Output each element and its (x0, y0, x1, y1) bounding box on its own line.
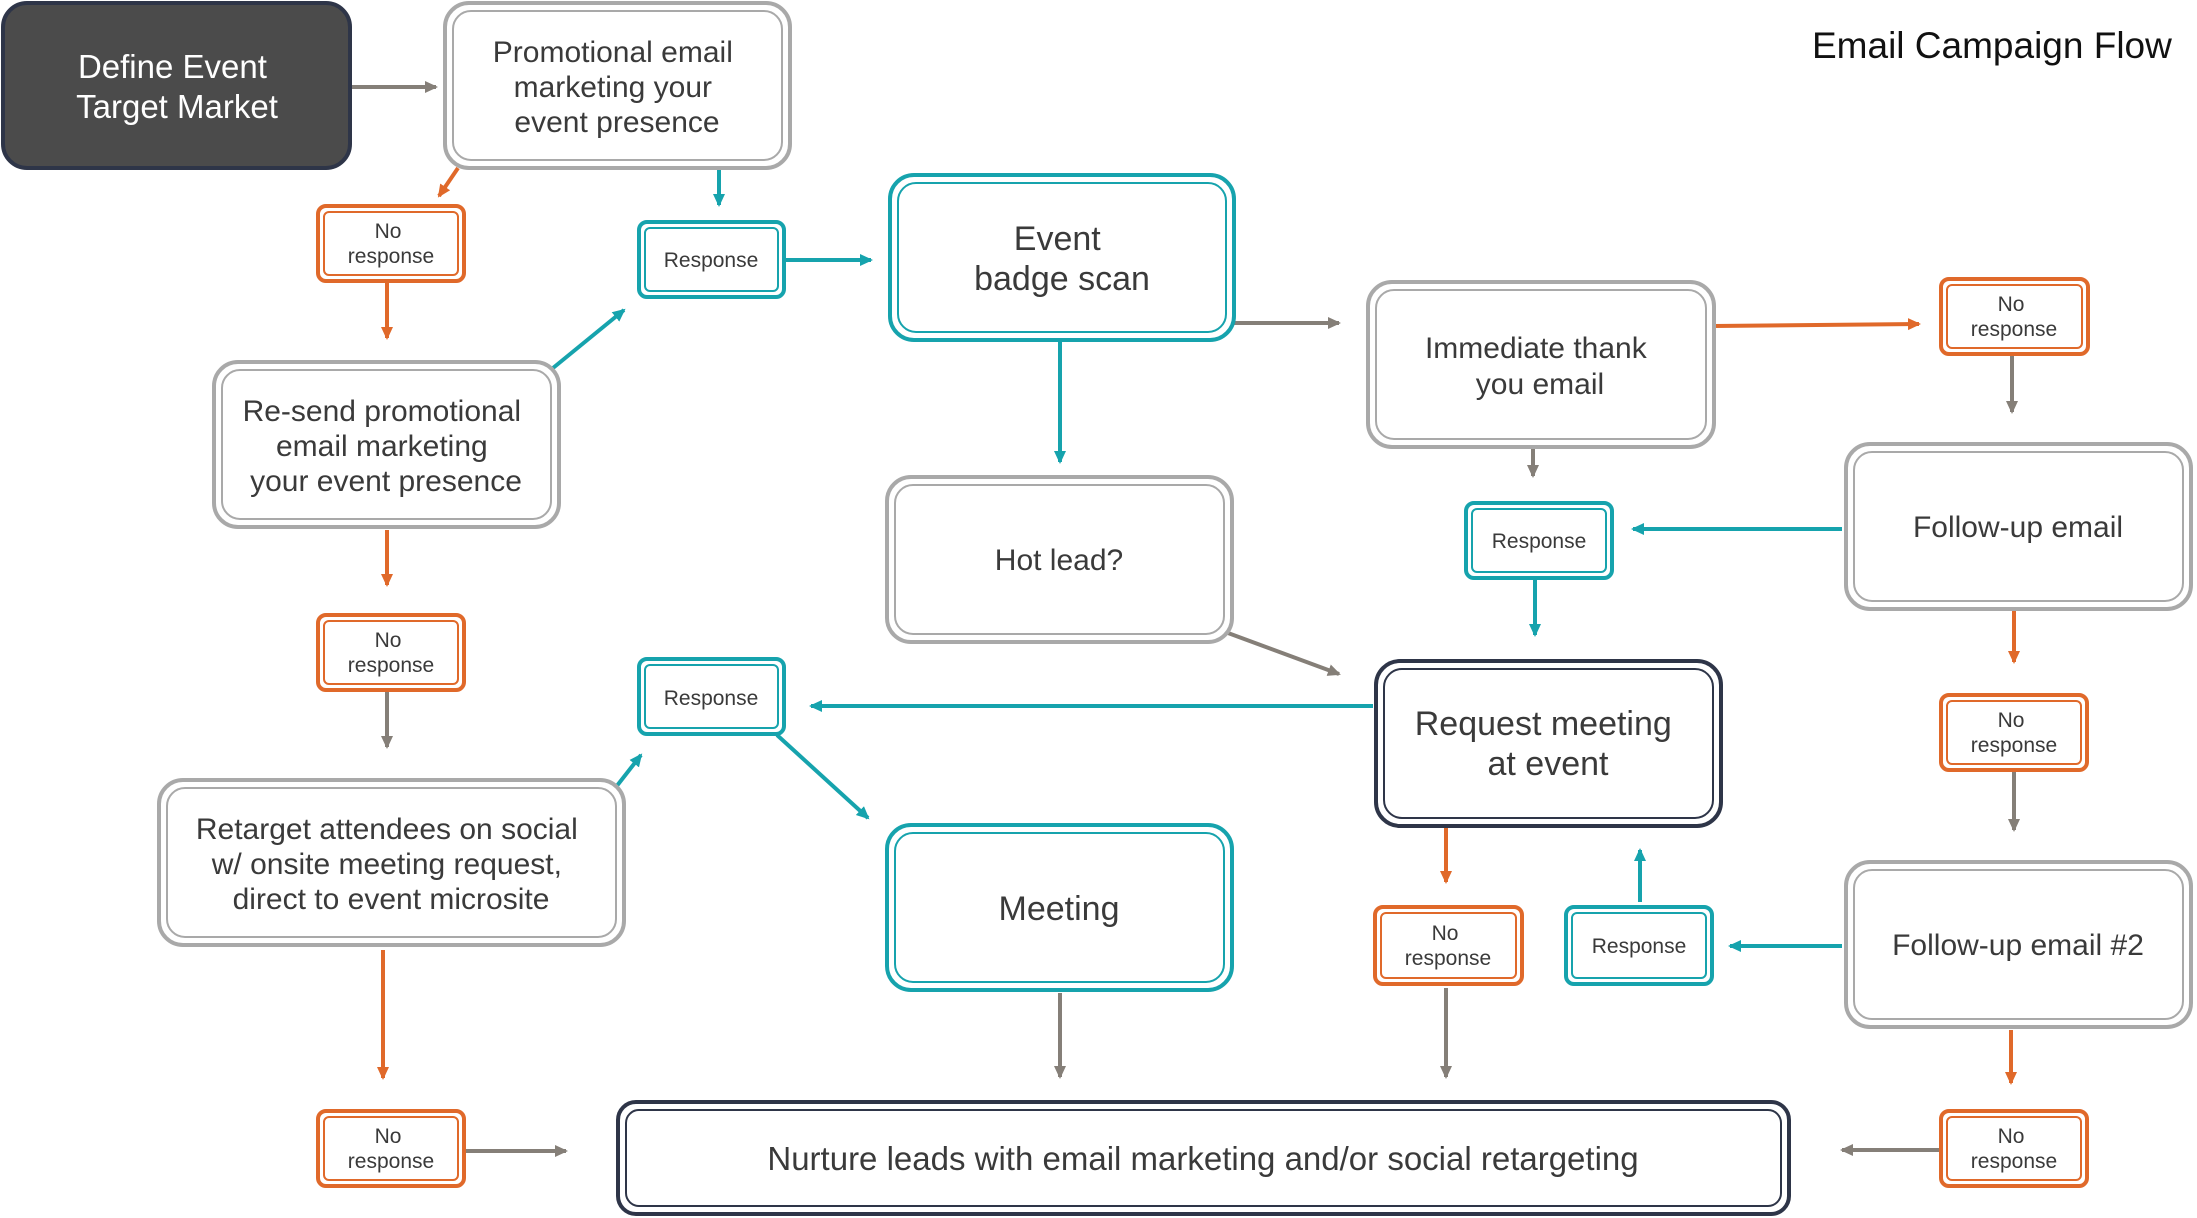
node-text-line: Response (1492, 530, 1587, 553)
node-response-follow-up-2: Response (1564, 905, 1714, 986)
node-text-line: Follow-up email #2 (1892, 929, 2144, 962)
svg-text:No response: No response (1971, 709, 2057, 757)
node-text-line: marketing your (514, 71, 712, 104)
node-follow-up-email: Follow-up email (1844, 442, 2193, 611)
node-text-line: Meeting (999, 890, 1120, 928)
node-text-line: No (375, 629, 402, 652)
node-text-line: Immediate thank (1425, 332, 1648, 365)
node-text-line: response (348, 245, 434, 268)
svg-text:Follow-up email: Follow-up email (1913, 511, 2123, 544)
arrow-resend-to-resp1 (551, 308, 626, 370)
svg-text:Response: Response (664, 249, 759, 272)
node-text-line: Event (1014, 220, 1101, 258)
svg-text:Request meeting at eve: Request meeting at event (1415, 705, 1682, 783)
node-define-target-market: Define Event Target Market (1, 1, 352, 170)
arrow-resp2-to-meeting (775, 733, 870, 820)
node-text-line: Request meeting (1415, 705, 1672, 743)
node-text-line: your event presence (250, 465, 522, 498)
node-text-line: event presence (514, 106, 719, 139)
node-no-response-meeting: No response (1373, 905, 1524, 986)
node-text-line: response (1971, 318, 2057, 341)
svg-text:No response: No response (348, 220, 434, 268)
node-text-line: No (1998, 709, 2025, 732)
svg-text:No response: No response (1971, 1125, 2057, 1173)
node-text-line: Response (664, 249, 759, 272)
svg-text:No response: No response (1405, 922, 1491, 970)
node-response-thank-you: Response (1464, 501, 1614, 580)
node-text-line: response (1405, 947, 1491, 970)
node-no-response-right-top: No response (1939, 277, 2090, 356)
node-text-line: response (348, 654, 434, 677)
node-text-line: Define Event (78, 48, 267, 85)
node-text-line: direct to event microsite (233, 883, 550, 916)
node-text-line: Nurture leads with email marketing and/o… (767, 1140, 1638, 1177)
node-text-line: No (1998, 293, 2025, 316)
node-hot-lead: Hot lead? (885, 475, 1234, 644)
node-text-line: response (1971, 1150, 2057, 1173)
node-text-line: badge scan (974, 260, 1150, 298)
arrow-hotlead-to-request (1227, 631, 1341, 676)
node-text-line: No (375, 1125, 402, 1148)
node-text-line: response (1971, 734, 2057, 757)
node-no-response-2: No response (316, 613, 466, 692)
node-meeting: Meeting (885, 823, 1234, 992)
svg-text:No response: No response (348, 629, 434, 677)
node-text-line: Hot lead? (995, 544, 1123, 577)
arrow-retarget-to-resp2 (614, 753, 643, 789)
node-text-line: Response (664, 687, 759, 710)
svg-text:Nurture leads with email marke: Nurture leads with email marketing and/o… (767, 1140, 1638, 1177)
node-no-response-3: No response (316, 1109, 466, 1188)
node-no-response-right-mid: No response (1939, 693, 2089, 772)
svg-text:Event badge scan: Event badge scan (974, 220, 1150, 298)
svg-text:No response: No response (348, 1125, 434, 1173)
node-text-line: No (1998, 1125, 2025, 1148)
svg-text:Response: Response (1492, 530, 1587, 553)
node-text-line: Follow-up email (1913, 511, 2123, 544)
arrow-promo-to-noresp1 (437, 166, 460, 198)
node-text-line: response (348, 1150, 434, 1173)
arrow-thank-to-noresp-right-top (1713, 318, 1921, 331)
node-text-line: Retarget attendees on social (196, 813, 578, 846)
svg-text:Retarget attendees on social: Retarget attendees on social w/ onsite m… (196, 813, 586, 916)
node-promotional-email: Promotional email marketing your event p… (443, 1, 792, 170)
connectors (352, 81, 2020, 1157)
svg-text:Meeting: Meeting (999, 890, 1120, 928)
svg-text:Immediate thank you em: Immediate thank you email (1425, 332, 1655, 401)
svg-text:Hot lead?: Hot lead? (995, 544, 1123, 577)
node-follow-up-email-2: Follow-up email #2 (1844, 860, 2193, 1029)
node-text-line: at event (1488, 745, 1610, 783)
node-response-2: Response (637, 657, 786, 736)
svg-text:Response: Response (664, 687, 759, 710)
node-text-line: Response (1592, 935, 1687, 958)
node-text-line: Re-send promotional (243, 395, 521, 428)
svg-text:Define Event Target Ma: Define Event Target Market (76, 48, 278, 125)
node-text-line: No (375, 220, 402, 243)
node-text-line: Target Market (76, 88, 278, 125)
svg-text:Re-send promotional em: Re-send promotional email marketing your… (243, 395, 530, 498)
node-request-meeting: Request meeting at event (1374, 659, 1723, 828)
node-immediate-thank-you: Immediate thank you email (1366, 280, 1716, 449)
diagram-title: Email Campaign Flow (1812, 25, 2172, 66)
node-event-badge-scan: Event badge scan (888, 173, 1236, 342)
node-text-line: you email (1476, 368, 1604, 401)
node-resend-promotional: Re-send promotional email marketing your… (212, 360, 561, 529)
node-no-response-right-bottom: No response (1939, 1109, 2089, 1188)
node-retarget-attendees: Retarget attendees on social w/ onsite m… (157, 778, 626, 947)
svg-text:Follow-up email #2: Follow-up email #2 (1892, 929, 2144, 962)
node-text-line: w/ onsite meeting request, (211, 848, 562, 881)
node-text-line: email marketing (276, 430, 488, 463)
node-nurture-leads: Nurture leads with email marketing and/o… (616, 1100, 1791, 1216)
svg-text:Promotional email mark: Promotional email marketing your event p… (493, 36, 741, 139)
node-text-line: No (1432, 922, 1459, 945)
node-text-line: Promotional email (493, 36, 733, 69)
node-no-response-1: No response (316, 204, 466, 283)
node-response-1: Response (637, 220, 786, 299)
svg-text:Response: Response (1592, 935, 1687, 958)
svg-text:No response: No response (1971, 293, 2057, 341)
